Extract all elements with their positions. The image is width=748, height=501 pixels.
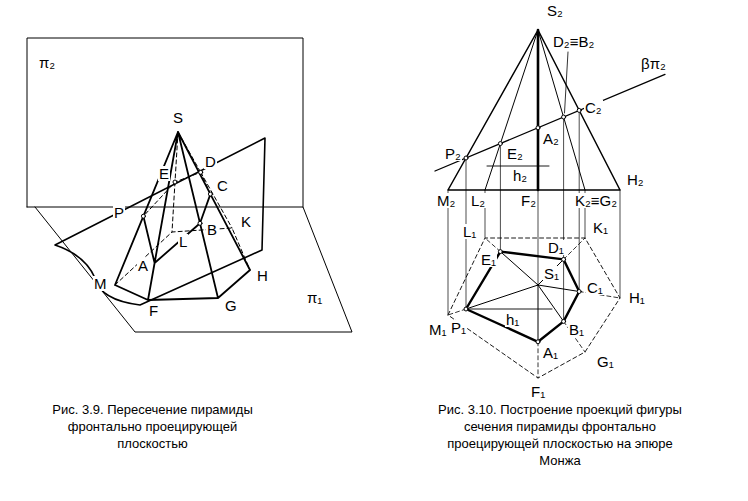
point-label: βπ₂ (640, 56, 667, 71)
point-label: L₁ (462, 224, 477, 239)
point-label: A₁ (542, 345, 559, 360)
section-point (577, 290, 581, 294)
point-label: S₁ (543, 266, 560, 281)
point-label: E₂ (506, 146, 524, 161)
point-label: B (206, 222, 218, 237)
point-label: P₂ (444, 146, 462, 161)
top-edges (466, 252, 579, 342)
point-label: D (204, 154, 217, 169)
base-hexagon (448, 238, 620, 378)
point-label: A (137, 258, 149, 273)
plane-trace-beta (435, 74, 665, 171)
link-lines (448, 110, 620, 321)
cutting-plane (55, 138, 265, 305)
point-label: F₁ (530, 384, 546, 399)
point-label: π₂ (38, 55, 56, 70)
point-label: h₂ (512, 168, 528, 183)
point-label: G₁ (596, 354, 615, 369)
hidden-edges (115, 132, 250, 285)
point-label: H₂ (626, 172, 645, 187)
point-label: C₁ (586, 280, 604, 295)
section-point (498, 142, 502, 146)
lower-edges (448, 238, 620, 378)
point-label: F (148, 303, 159, 318)
point-label: C₂ (584, 100, 603, 115)
point-label: H (256, 268, 269, 283)
section-point (536, 126, 540, 130)
figure-caption: Рис. 3.9. Пересечение пирамиды фронтальн… (45, 402, 260, 453)
point-label: D₂≡B₂ (552, 34, 595, 49)
point-label: K (240, 214, 252, 229)
point-label: S (172, 110, 184, 125)
front-edges (485, 30, 585, 190)
plane-pi1 (27, 207, 352, 332)
point-label: S₂ (546, 3, 564, 18)
point-label: P₁ (450, 320, 467, 335)
point-label: L₂ (470, 193, 486, 208)
point-label: E₁ (480, 252, 497, 267)
section-point (498, 250, 502, 254)
section-point (562, 257, 566, 261)
point-label: F₂ (520, 193, 537, 208)
leader-line (565, 52, 569, 113)
point-label: C (216, 178, 229, 193)
horizontal-h2 (487, 166, 549, 167)
section-figure (466, 252, 579, 342)
point-label: L (178, 234, 188, 249)
point-label: K₁ (592, 220, 609, 235)
point-label: D₁ (547, 240, 565, 255)
section-point (536, 340, 540, 344)
section-point (141, 214, 145, 218)
section-point (562, 115, 566, 119)
section-point (173, 180, 177, 184)
front-outline (448, 30, 620, 190)
point-label: G (224, 298, 238, 313)
point-label: H₁ (628, 290, 646, 305)
point-label: K₂≡G₂ (574, 193, 618, 208)
point-label: π₁ (306, 290, 323, 305)
section-point (464, 156, 468, 160)
horizontal-h1 (466, 309, 552, 310)
point-label: h₁ (505, 312, 520, 327)
section-point (199, 170, 203, 174)
point-label: M (93, 276, 108, 291)
section-point (562, 319, 566, 323)
point-label: M₂ (436, 193, 456, 208)
section-point (198, 221, 202, 225)
point-label: P (113, 205, 125, 220)
plane-pi2 (27, 38, 303, 207)
point-label: E (158, 166, 170, 181)
figure-caption: Рис. 3.10. Построение проекций фигуры се… (425, 402, 695, 470)
point-label: M₁ (428, 322, 448, 337)
visible-edges (115, 132, 250, 300)
section-point (464, 307, 468, 311)
point-label: B₁ (568, 322, 585, 337)
point-label: A₂ (542, 131, 560, 146)
section-point (577, 108, 581, 112)
section-point (208, 192, 212, 196)
